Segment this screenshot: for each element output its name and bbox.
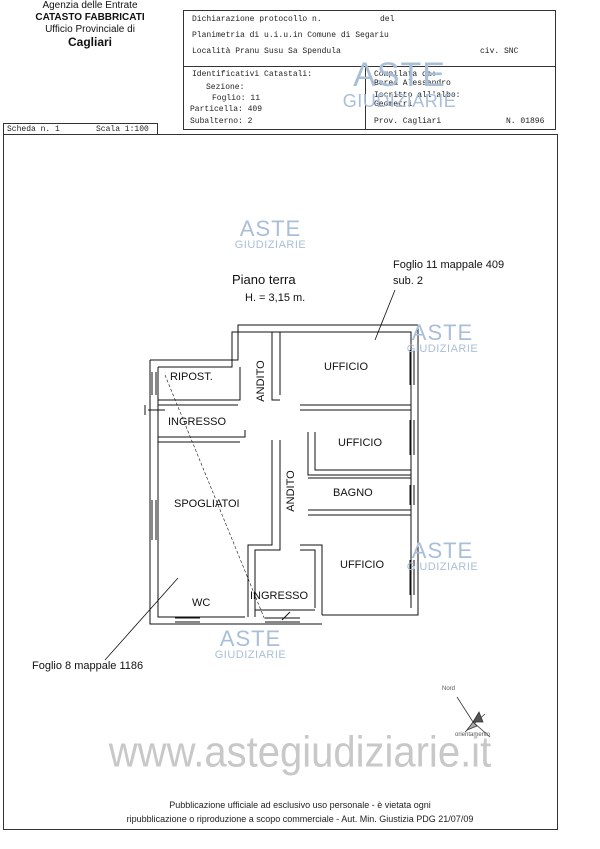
identifiers-label: Identificativi Catastali: [192, 70, 313, 79]
register-value: Geometri [374, 100, 413, 109]
room-andito-top: ANDITO [255, 360, 267, 402]
watermark-site: www.astegiudiziarie.it [108, 727, 492, 777]
floor-title: Piano terra [232, 272, 296, 287]
drawing-frame [3, 134, 558, 830]
ref-top-line2: sub. 2 [393, 275, 423, 287]
locality-text: Località Pranu Susu Sa Spendula [192, 47, 341, 56]
agency-city: Cagliari [67, 35, 112, 49]
register-number: N. 01896 [506, 117, 545, 126]
subalterno-label: Subalterno: 2 [190, 117, 253, 126]
register-label: Iscritto all'albo: [374, 91, 461, 100]
ref-top-line1: Foglio 11 mappale 409 [393, 259, 505, 271]
protocol-label: Dichiarazione protocollo n. [192, 15, 322, 24]
compiler-name: Borea Alessandro [374, 79, 451, 88]
compass-north-label: Nord [442, 686, 456, 692]
scheda-label: Scheda n. 1 [7, 125, 60, 134]
footer-line1: Pubblicazione ufficiale ad esclusivo uso… [169, 800, 431, 810]
room-ufficio-1: UFFICIO [324, 361, 368, 373]
planimetry-text: Planimetria di u.i.u.in Comune di Segari… [192, 31, 389, 40]
footer-line2: ripubblicazione o riproduzione a scopo c… [126, 814, 474, 824]
ref-bottom: Foglio 8 mappale 1186 [32, 660, 144, 672]
outer-wall-east [150, 324, 419, 616]
room-spogliatoi: SPOGLIATOI [174, 498, 240, 510]
room-ingresso-top: INGRESSO [168, 416, 227, 428]
room-ufficio-2: UFFICIO [338, 437, 382, 449]
compiled-by-label: Compilata da: [374, 70, 437, 79]
agency-name: Agenzia delle Entrate [42, 0, 138, 11]
room-ufficio-3: UFFICIO [340, 559, 384, 571]
sezione-label: Sezione: [206, 83, 245, 92]
room-ripost: RIPOST. [170, 371, 213, 383]
room-ingresso-bottom: INGRESSO [250, 590, 309, 602]
civ-text: civ. SNC [480, 47, 519, 56]
outer-wall-west [149, 360, 322, 625]
compass-sublabel: orientamento [455, 732, 491, 738]
province-label: Prov. Cagliari [374, 117, 442, 126]
compiler-box: Compilata da: Borea Alessandro Iscritto … [365, 66, 556, 130]
agency-block: Agenzia delle Entrate CATASTO FABBRICATI… [0, 0, 180, 48]
floor-height: H. = 3,15 m. [245, 292, 306, 304]
compass-icon [456, 696, 491, 738]
room-bagno: BAGNO [333, 487, 373, 499]
protocol-del: del [380, 15, 395, 24]
room-wc: WC [192, 597, 211, 609]
particella-label: Particella: 409 [190, 105, 263, 114]
agency-office: Ufficio Provinciale di [45, 24, 135, 35]
agency-department: CATASTO FABBRICATI [35, 12, 145, 23]
foglio-label: Foglio: 11 [212, 94, 261, 103]
scale-label: Scala 1:100 [96, 125, 149, 134]
room-andito-mid: ANDITO [285, 470, 297, 512]
